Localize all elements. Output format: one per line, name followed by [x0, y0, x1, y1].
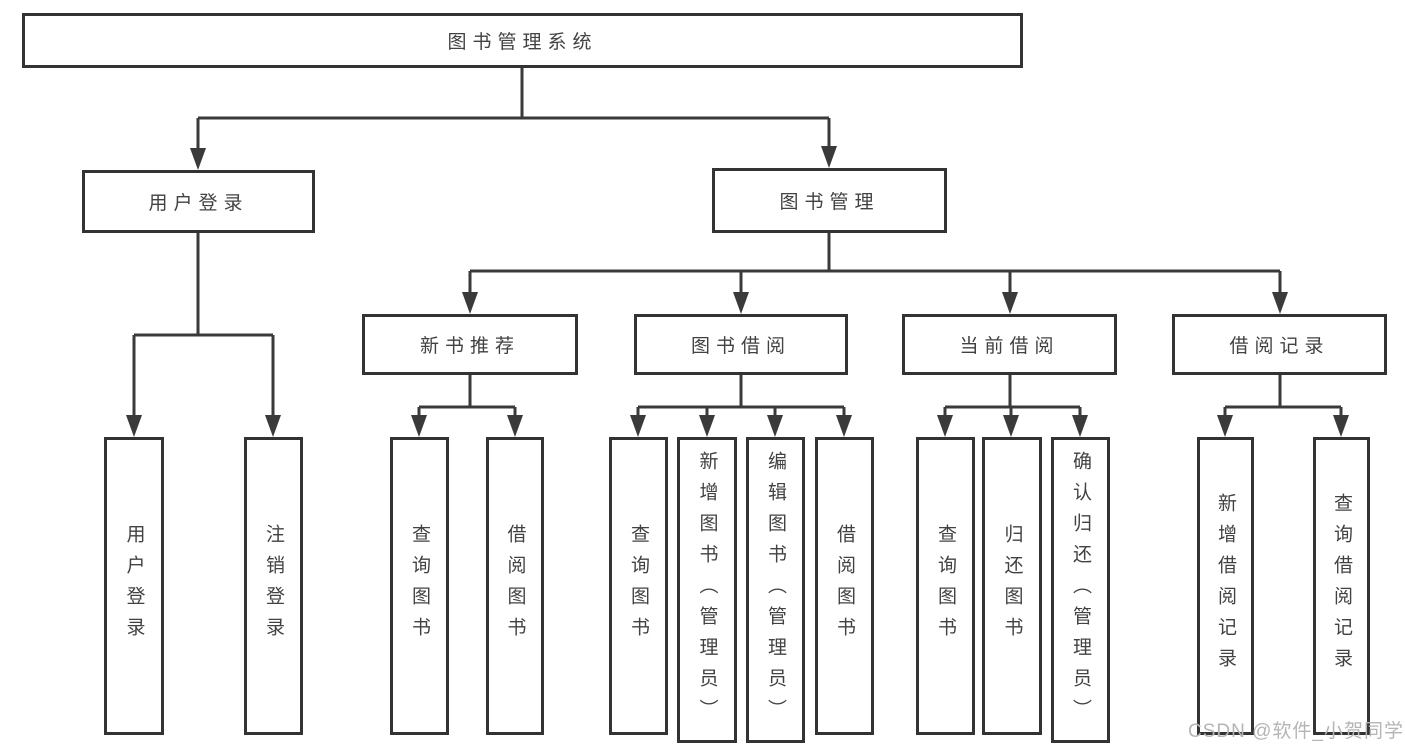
leaf-cb-confirm-return-admin: 确认归还（管理员） — [1051, 437, 1110, 743]
node-label: 图书管理系统 — [447, 32, 598, 53]
node-label: 借阅记录 — [1229, 336, 1330, 357]
node-label: 图书借阅 — [690, 336, 791, 357]
node-label: 借阅图书 — [504, 524, 526, 648]
node-book-borrowing: 图书借阅 — [634, 314, 848, 375]
watermark: CSDN @软件_小贺同学 — [1188, 721, 1404, 742]
node-borrowing-records: 借阅记录 — [1172, 314, 1387, 375]
node-label: 注销登录 — [263, 524, 284, 648]
leaf-br-add-record: 新增借阅记录 — [1197, 437, 1254, 735]
node-label: 新增图书（管理员） — [696, 450, 718, 730]
leaf-rec-query-books: 查询图书 — [390, 437, 449, 735]
node-new-book-recommend: 新书推荐 — [362, 314, 578, 375]
leaf-br-query-record: 查询借阅记录 — [1313, 437, 1370, 735]
node-label: 编辑图书（管理员） — [765, 450, 786, 730]
leaf-bb-query-books: 查询图书 — [609, 437, 668, 735]
node-label: 用户登录 — [148, 193, 249, 214]
node-label: 用户登录 — [123, 524, 145, 648]
node-label: 查询图书 — [935, 524, 956, 648]
node-label: 归还图书 — [1001, 524, 1023, 648]
node-label: 查询图书 — [628, 524, 649, 648]
node-label: 新增借阅记录 — [1215, 493, 1236, 679]
node-label: 查询图书 — [409, 524, 430, 648]
leaf-rec-borrow-books: 借阅图书 — [486, 437, 544, 735]
node-user-login: 用户登录 — [82, 170, 315, 233]
leaf-cb-query-books: 查询图书 — [916, 437, 975, 735]
node-label: 借阅图书 — [834, 524, 855, 648]
node-label: 当前借阅 — [959, 336, 1060, 357]
node-label: 图书管理 — [779, 192, 880, 213]
leaf-bb-edit-books-admin: 编辑图书（管理员） — [746, 437, 805, 743]
leaf-bb-borrow-books: 借阅图书 — [815, 437, 874, 735]
leaf-bb-add-books-admin: 新增图书（管理员） — [677, 437, 737, 743]
leaf-cb-return-books: 归还图书 — [982, 437, 1042, 735]
leaf-logout-login: 注销登录 — [244, 437, 303, 735]
node-current-borrowing: 当前借阅 — [902, 314, 1117, 375]
node-label: 新书推荐 — [419, 336, 520, 357]
node-label: 确认归还（管理员） — [1070, 450, 1091, 730]
leaf-user-login: 用户登录 — [104, 437, 164, 735]
node-label: 查询借阅记录 — [1331, 493, 1352, 679]
node-book-management: 图书管理 — [712, 168, 947, 233]
node-library-system: 图书管理系统 — [22, 13, 1023, 68]
